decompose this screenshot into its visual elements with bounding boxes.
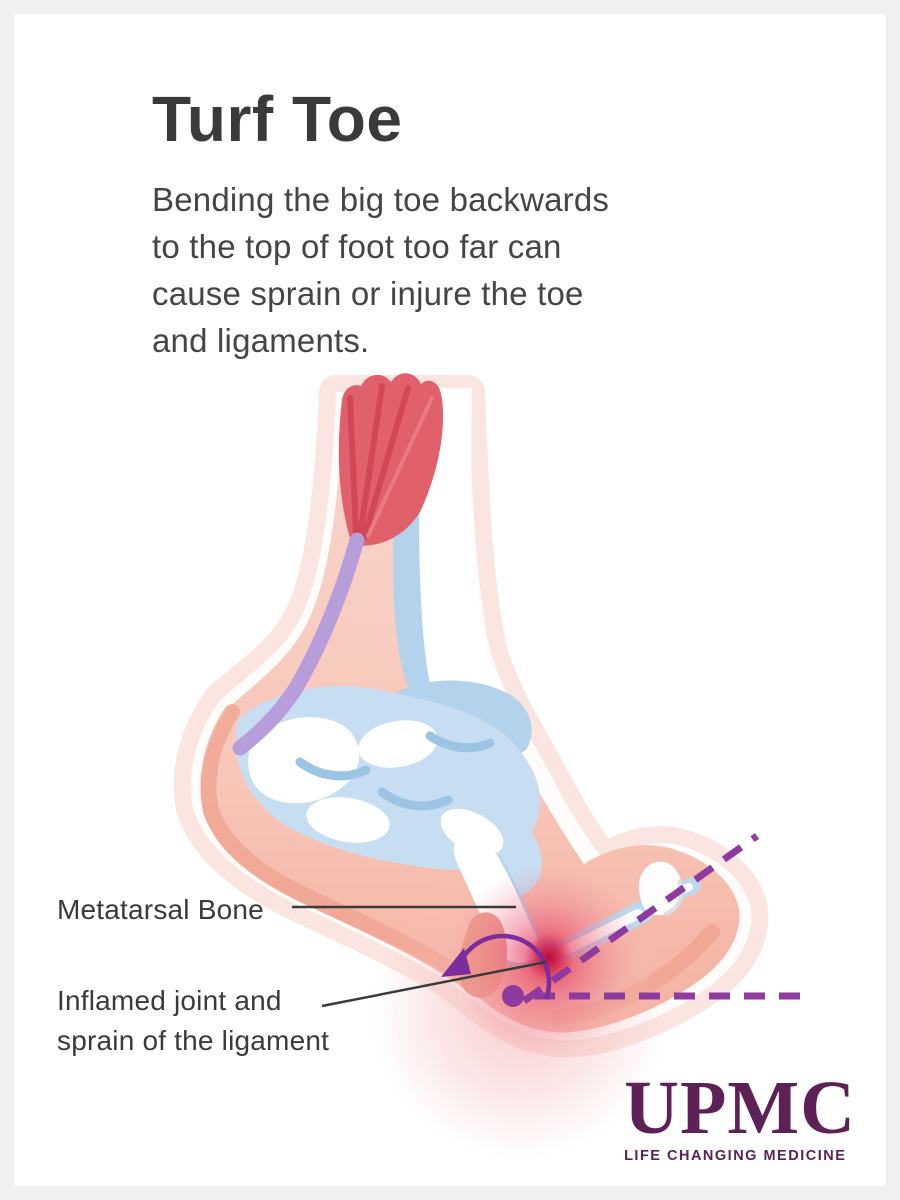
rotation-arrowhead bbox=[441, 948, 471, 977]
muscle-striation-1 bbox=[347, 395, 359, 537]
muscle-striation-3 bbox=[361, 385, 411, 541]
tibia-bone bbox=[419, 388, 518, 734]
infographic-card: Turf Toe Bending the big toe backwards t… bbox=[14, 14, 886, 1186]
metatarsal-bone-label: Metatarsal Bone bbox=[57, 894, 264, 925]
brand-tagline: LIFE CHANGING MEDICINE bbox=[624, 1148, 847, 1164]
tarsal-shading-2 bbox=[377, 787, 453, 811]
page-title: Turf Toe bbox=[152, 83, 403, 155]
tarsal-shading-1 bbox=[295, 757, 371, 781]
inflamed-joint-label: Inflamed joint and sprain of the ligamen… bbox=[57, 985, 330, 1056]
tarsal-shading-3 bbox=[425, 731, 495, 753]
page-description: Bending the big toe backwards to the top… bbox=[152, 181, 610, 359]
toe-angle-dashed-line bbox=[521, 833, 760, 1004]
achilles-tendon bbox=[232, 532, 365, 756]
muscle-striation-4 bbox=[366, 396, 434, 538]
angle-vertex-dot bbox=[502, 985, 524, 1007]
toenail bbox=[638, 861, 683, 916]
navicular-bone bbox=[358, 720, 438, 768]
inflamed-leader-line bbox=[321, 960, 547, 1008]
brand-logo: UPMC LIFE CHANGING MEDICINE bbox=[624, 1066, 856, 1164]
cuboid-bone bbox=[306, 797, 390, 843]
inflamed-joint-core bbox=[525, 933, 573, 981]
muscle-striation-2 bbox=[357, 383, 385, 539]
brand-name-upmc: UPMC bbox=[624, 1066, 856, 1150]
rotation-arc bbox=[456, 933, 552, 1000]
